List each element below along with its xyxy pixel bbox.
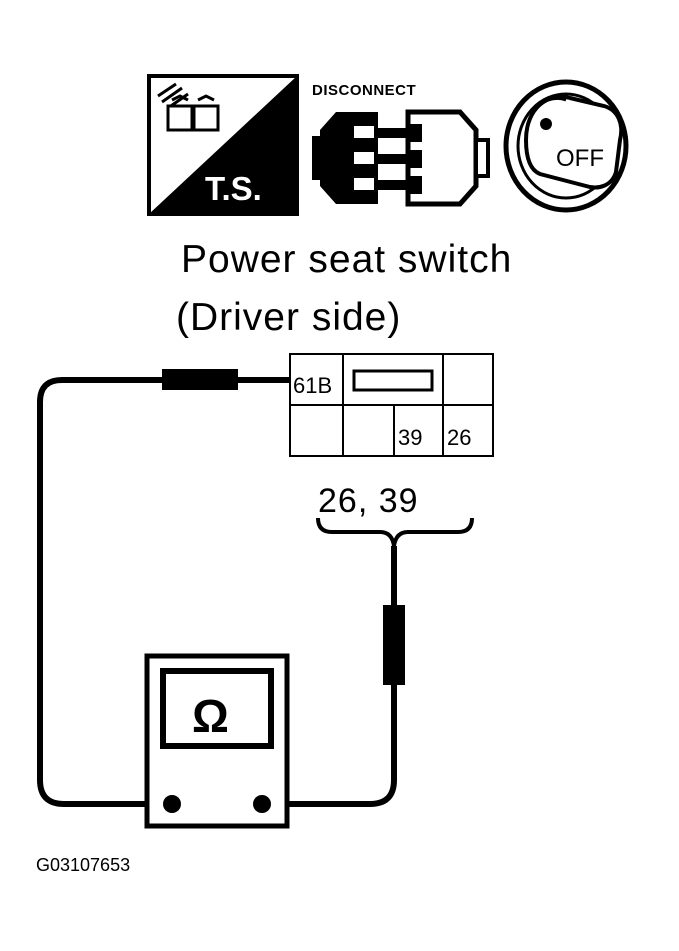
disconnect-label: DISCONNECT bbox=[312, 82, 416, 99]
connector-lock-tab bbox=[352, 369, 434, 392]
ts-label: T.S. bbox=[205, 170, 262, 207]
off-label: OFF bbox=[556, 145, 604, 172]
terminal-brace bbox=[316, 517, 474, 547]
component-title-line1: Power seat switch bbox=[181, 238, 512, 281]
trouble-shooting-icon: T.S. bbox=[147, 74, 299, 216]
ignition-off-icon: OFF bbox=[503, 79, 629, 213]
connector-terminal-39: 39 bbox=[398, 425, 422, 450]
meter-terminal-right bbox=[253, 795, 271, 813]
test-lead-right bbox=[262, 546, 405, 807]
figure-code: G03107653 bbox=[36, 855, 130, 875]
test-lead-left bbox=[37, 369, 290, 807]
probe-terminals-label: 26, 39 bbox=[318, 482, 419, 520]
component-title-line2: (Driver side) bbox=[176, 296, 401, 339]
probe-left bbox=[162, 369, 238, 390]
ohm-symbol: Ω bbox=[192, 690, 229, 742]
ohmmeter: Ω bbox=[144, 653, 290, 829]
meter-terminal-left bbox=[163, 795, 181, 813]
connector-face bbox=[289, 353, 494, 457]
connector-terminal-26: 26 bbox=[447, 425, 471, 450]
connector-id: 61B bbox=[293, 373, 332, 398]
disconnect-icon: DISCONNECT bbox=[312, 82, 490, 207]
probe-right bbox=[383, 605, 405, 685]
